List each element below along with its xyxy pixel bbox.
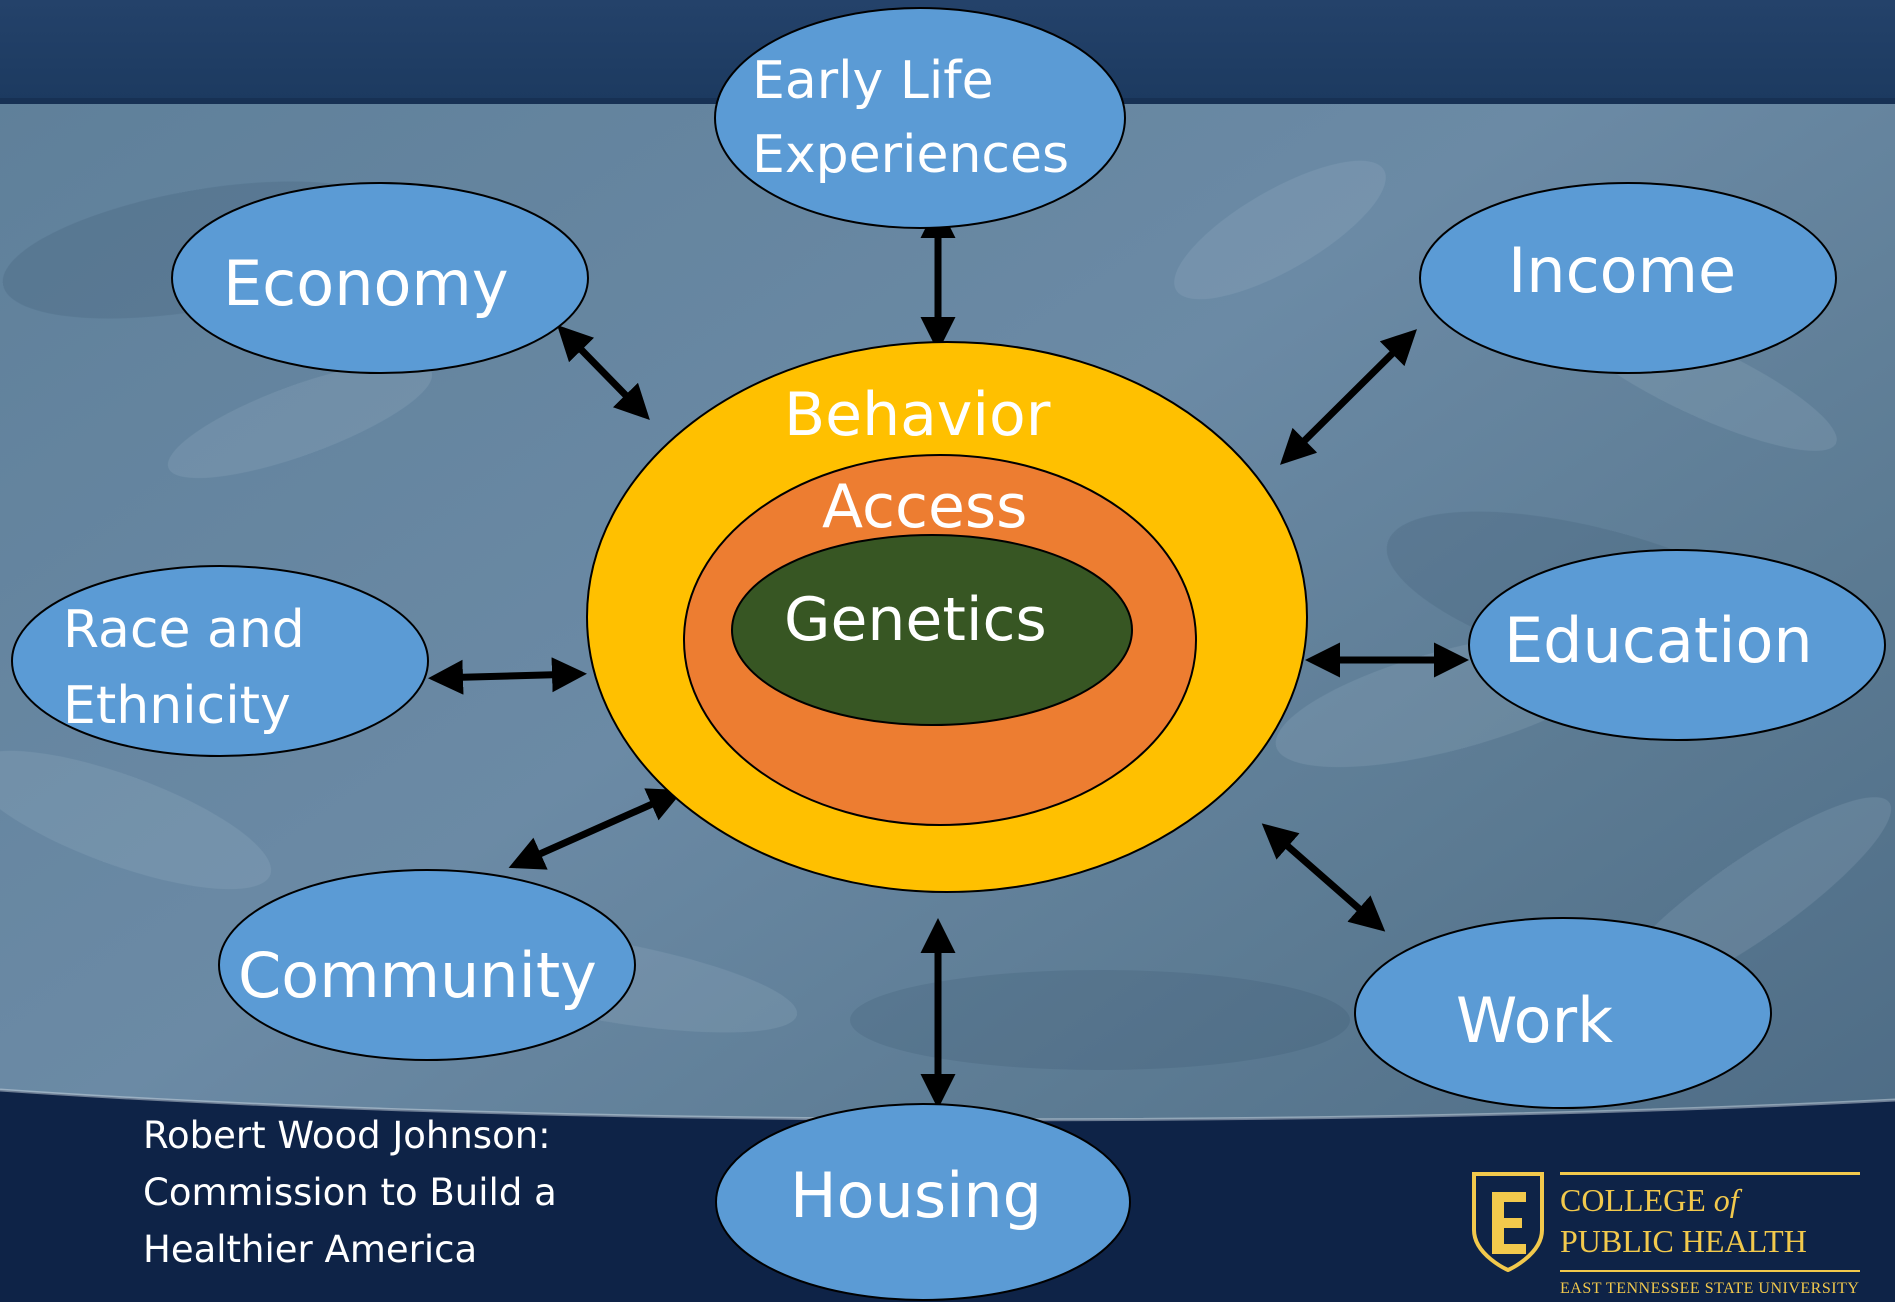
node-race xyxy=(11,565,429,757)
logo-rule-top xyxy=(1560,1172,1860,1175)
community-label: Community xyxy=(238,939,597,1012)
race-line-1: Race and xyxy=(63,600,305,660)
economy-label: Economy xyxy=(223,247,509,320)
caption-line-1: Robert Wood Johnson: xyxy=(143,1114,551,1157)
factor-nodes xyxy=(11,7,1886,1301)
logo-rule-bottom xyxy=(1560,1270,1860,1272)
node-community xyxy=(218,869,636,1061)
education-label: Education xyxy=(1504,604,1813,677)
logo-college: COLLEGE xyxy=(1560,1182,1706,1218)
arrow-work xyxy=(1261,823,1386,932)
node-income xyxy=(1419,182,1837,374)
arrow-race xyxy=(428,657,587,695)
arrows xyxy=(428,203,1469,1109)
income-label: Income xyxy=(1508,234,1737,307)
node-work xyxy=(1354,917,1772,1109)
arrow-income xyxy=(1280,329,1417,465)
node-economy xyxy=(171,182,589,374)
logo-line-1: COLLEGE of xyxy=(1560,1182,1739,1219)
node-education xyxy=(1468,549,1886,741)
arrow-community xyxy=(508,788,684,870)
caption-line-2: Commission to Build a xyxy=(143,1171,557,1214)
logo-line-2: PUBLIC HEALTH xyxy=(1560,1223,1807,1259)
genetics-label: Genetics xyxy=(784,585,1047,655)
early-life-label: Early Life Experiences xyxy=(752,44,1069,192)
node-early-life xyxy=(714,7,1126,229)
race-label: Race and Ethnicity xyxy=(63,592,305,744)
housing-label: Housing xyxy=(790,1159,1043,1232)
early-life-line-2: Experiences xyxy=(752,125,1070,185)
early-life-line-1: Early Life xyxy=(752,51,994,111)
behavior-label: Behavior xyxy=(784,380,1051,450)
access-label: Access xyxy=(822,472,1028,542)
logo-line-3: EAST TENNESSEE STATE UNIVERSITY xyxy=(1560,1280,1860,1297)
etsu-shield-icon xyxy=(1472,1172,1544,1273)
college-logo: COLLEGE of PUBLIC HEALTH EAST TENNESSEE … xyxy=(1468,1162,1888,1302)
logo-of: of xyxy=(1713,1182,1739,1218)
source-caption: Robert Wood Johnson: Commission to Build… xyxy=(143,1107,557,1278)
node-housing xyxy=(715,1103,1131,1301)
race-line-2: Ethnicity xyxy=(63,676,291,736)
work-label: Work xyxy=(1456,984,1613,1057)
arrow-economy xyxy=(557,324,650,421)
genetics-core xyxy=(731,534,1133,726)
caption-line-3: Healthier America xyxy=(143,1228,478,1271)
